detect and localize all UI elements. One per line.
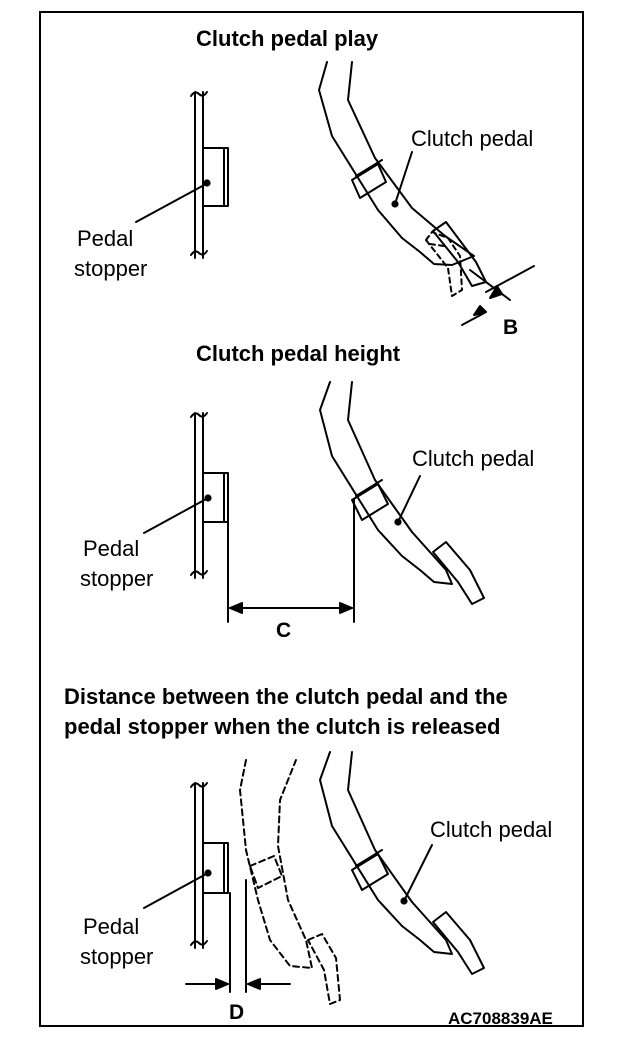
dimension-label-d: D (229, 1001, 245, 1024)
pedal-stopper-label-line2: stopper (80, 944, 154, 969)
section-title-line1: Distance between the clutch pedal and th… (64, 684, 508, 709)
figure-code: AC708839AE (448, 1009, 553, 1028)
stopper-assembly-1 (190, 91, 229, 259)
pedal-leader-1 (394, 151, 413, 205)
stopper-assembly-2 (190, 412, 229, 579)
clutch-pedal-label: Clutch pedal (412, 446, 535, 471)
stopper-leader-1 (135, 183, 207, 223)
dimension-label-b: B (503, 316, 519, 339)
clutch-pedal-released-dashed (239, 759, 341, 1005)
figure-frame (39, 11, 584, 1027)
stopper-leader-3 (143, 872, 209, 909)
dimension-label-c: C (276, 619, 292, 642)
clutch-pedal-2 (319, 381, 485, 605)
pedal-stopper-label-line1: Pedal (83, 914, 140, 939)
stopper-leader-2 (143, 497, 209, 534)
pedal-stopper-label-line2: stopper (74, 256, 148, 281)
pedal-stopper-label-line1: Pedal (83, 536, 140, 561)
clutch-pedal-label: Clutch pedal (411, 126, 534, 151)
pedal-leader-3 (403, 844, 433, 902)
pedal-stopper-label-line2: stopper (80, 566, 154, 591)
dimension-c (227, 499, 355, 623)
clutch-pedal-label: Clutch pedal (430, 817, 553, 842)
dimension-b (461, 265, 535, 326)
section-title-line2: pedal stopper when the clutch is release… (64, 714, 501, 739)
dimension-d (185, 879, 291, 993)
section-title-pedal-play: Clutch pedal play (196, 26, 379, 51)
section-title-pedal-height: Clutch pedal height (196, 341, 401, 366)
pedal-stopper-label-line1: Pedal (77, 226, 134, 251)
pedal-leader-2 (397, 475, 421, 523)
stopper-assembly-3 (190, 782, 229, 949)
clutch-pedal-3 (319, 751, 485, 975)
section-title-released-distance: Distance between the clutch pedal and th… (64, 682, 584, 742)
